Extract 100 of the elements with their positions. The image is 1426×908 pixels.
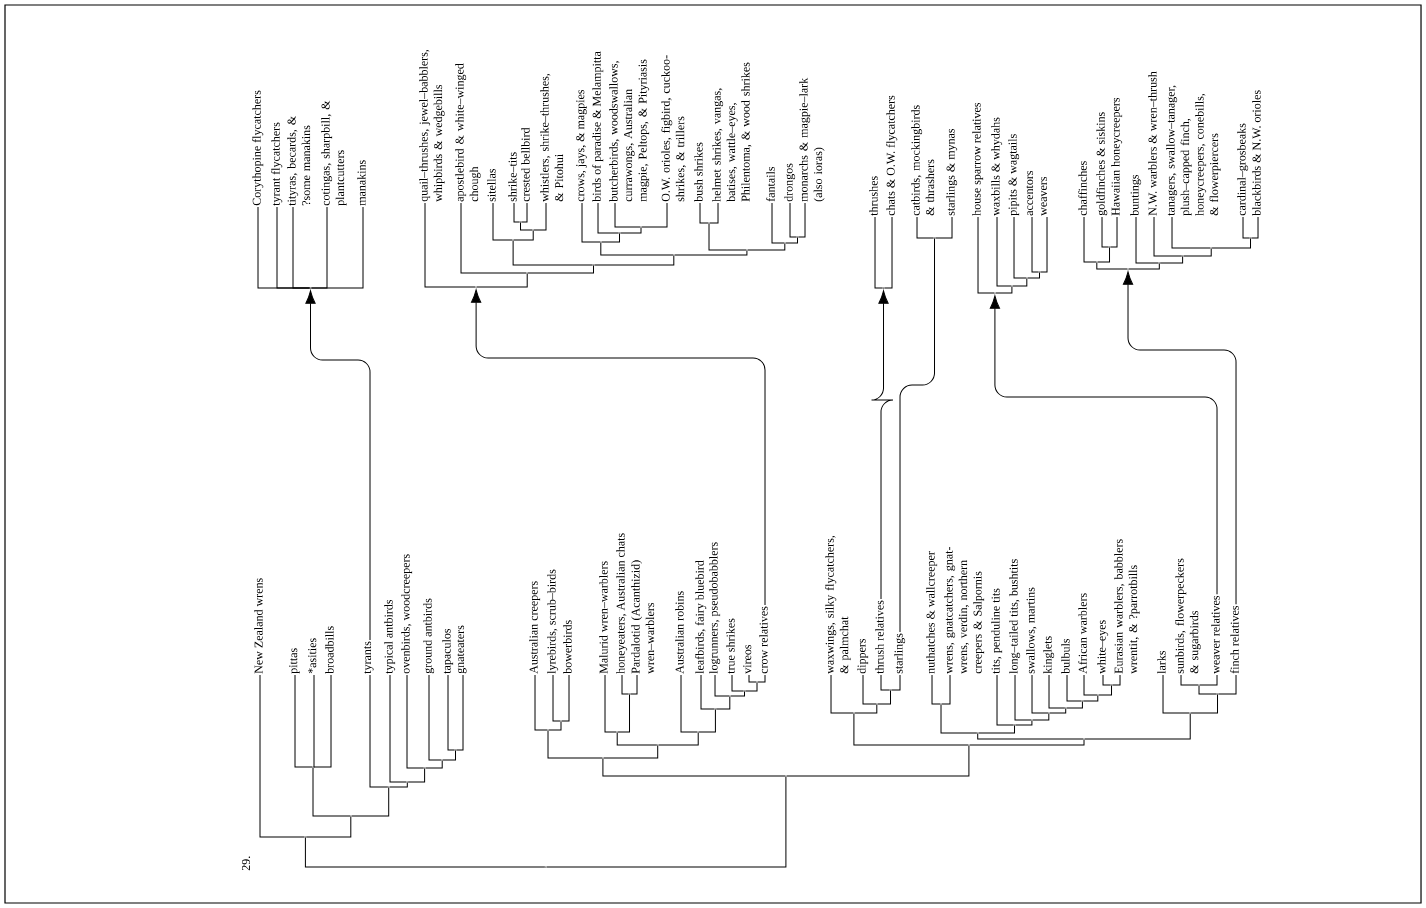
taxon-label: swallows, martins bbox=[1026, 587, 1037, 674]
branch-line bbox=[880, 674, 891, 691]
taxon-label: lyrebirds, scrub–birds bbox=[547, 569, 559, 674]
branch-line bbox=[862, 674, 877, 705]
branch-line bbox=[1102, 674, 1112, 686]
branch-line bbox=[1199, 674, 1218, 686]
taxon-label: honeyeaters, Australian chats bbox=[616, 533, 628, 674]
branch-line bbox=[552, 674, 561, 722]
branch-line bbox=[513, 230, 534, 241]
branch-line bbox=[259, 674, 306, 838]
branch-line bbox=[428, 674, 442, 761]
branch-line bbox=[931, 674, 941, 705]
branch-line bbox=[680, 674, 698, 733]
branch-line bbox=[854, 704, 878, 714]
branch-line bbox=[512, 240, 594, 266]
branch-line bbox=[294, 674, 313, 768]
taxon-label: goldfinches & siskins bbox=[1096, 112, 1108, 216]
branch-line bbox=[1014, 674, 1032, 721]
taxon-label: typical antbirds bbox=[384, 599, 396, 674]
taxon-label: thrushes bbox=[869, 176, 878, 216]
taxon-label: cotingas, sharpbill, & plantcutters bbox=[321, 100, 347, 206]
connector-arrow bbox=[989, 295, 1218, 595]
branch-line bbox=[977, 733, 1084, 740]
branch-line bbox=[603, 745, 659, 759]
taxon-label: Australian robins bbox=[675, 591, 684, 674]
branch-line bbox=[674, 250, 748, 256]
branch-line bbox=[874, 216, 884, 289]
connector-arrow bbox=[1122, 271, 1237, 605]
branch-line bbox=[447, 674, 456, 751]
branch-line bbox=[369, 674, 389, 788]
branch-line bbox=[1048, 674, 1066, 709]
branch-line bbox=[597, 202, 620, 234]
branch-line bbox=[520, 202, 528, 223]
taxon-label: tapaculos bbox=[442, 628, 454, 674]
branch-line bbox=[730, 691, 745, 697]
taxon-label: crested bellbird bbox=[521, 127, 530, 202]
taxon-label: manakins bbox=[357, 160, 366, 206]
branch-line bbox=[1031, 216, 1040, 273]
branch-line bbox=[1180, 674, 1199, 686]
branch-line bbox=[561, 674, 570, 722]
figure-number: 29. bbox=[241, 856, 251, 871]
branch-line bbox=[389, 674, 407, 783]
branch-line bbox=[1182, 248, 1212, 257]
branch-line bbox=[747, 243, 786, 251]
branch-line bbox=[715, 696, 731, 710]
taxon-label: tityras, becards, & ?some manakins bbox=[287, 116, 311, 206]
taxon-label: accentors bbox=[1026, 170, 1034, 216]
branch-line bbox=[1082, 695, 1099, 702]
branch-line bbox=[1084, 713, 1191, 740]
branch-line bbox=[1171, 216, 1211, 249]
taxon-label: broadbills bbox=[325, 626, 334, 674]
branch-line bbox=[1012, 278, 1028, 287]
connector-arrow bbox=[305, 290, 371, 641]
taxon-label: New Zealand wrens bbox=[254, 578, 263, 674]
branch-line bbox=[548, 721, 562, 731]
branch-line bbox=[969, 739, 1085, 746]
branch-line bbox=[460, 202, 527, 274]
branch-line bbox=[629, 674, 638, 695]
branch-line bbox=[600, 242, 674, 256]
branch-line bbox=[698, 709, 716, 733]
branch-line bbox=[709, 202, 719, 224]
taxon-label: tyrants bbox=[364, 641, 374, 674]
branch-line bbox=[581, 202, 601, 243]
taxon-label: helmet shrikes, vangas, batises, wattle–eyes, Philentoma, & wood shrikes bbox=[712, 62, 752, 202]
taxon-label: weavers bbox=[1041, 176, 1047, 216]
branch-line bbox=[619, 227, 642, 234]
taxon-label: chats & O.W. flycatchers bbox=[886, 95, 898, 216]
branch-line bbox=[1242, 216, 1251, 239]
taxon-label: house sparrow relatives bbox=[972, 102, 984, 216]
branch-line bbox=[883, 216, 893, 289]
taxon-label: larks bbox=[1157, 650, 1166, 674]
taxon-label: sitellas bbox=[487, 168, 496, 202]
branch-line bbox=[621, 674, 630, 695]
taxon-label: cardinal–grosbeaks bbox=[1237, 123, 1249, 216]
taxon-label: dippers bbox=[857, 638, 869, 674]
branch-line bbox=[424, 202, 476, 288]
branch-line bbox=[977, 216, 995, 294]
branch-line bbox=[1159, 256, 1184, 264]
branch-line bbox=[1109, 216, 1118, 248]
branch-line bbox=[1128, 263, 1160, 270]
taxon-label: drongos bbox=[784, 163, 796, 202]
taxon-label: nuthatches & wallcreeper bbox=[926, 551, 938, 674]
taxon-label: blackbirds & N.W. orioles bbox=[1252, 90, 1261, 216]
branch-line bbox=[616, 732, 658, 746]
taxon-label: pipits & wagtails bbox=[1008, 134, 1020, 216]
branch-line bbox=[877, 690, 891, 705]
branch-line bbox=[313, 674, 315, 768]
taxon-label: long–tailed tits, bushtits bbox=[1009, 559, 1021, 674]
taxon-label: waxbills & whydahs bbox=[991, 117, 1003, 216]
branch-line bbox=[407, 768, 426, 783]
taxon-label: white–eyes bbox=[1097, 620, 1109, 674]
branch-line bbox=[940, 704, 978, 734]
branch-line bbox=[312, 767, 351, 817]
branch-line bbox=[789, 202, 798, 238]
branch-line bbox=[995, 286, 1013, 294]
branch-line bbox=[1250, 216, 1259, 239]
branch-line bbox=[731, 674, 745, 692]
branch-line bbox=[455, 674, 464, 751]
branch-line bbox=[1198, 685, 1218, 695]
branch-line bbox=[1096, 262, 1128, 270]
